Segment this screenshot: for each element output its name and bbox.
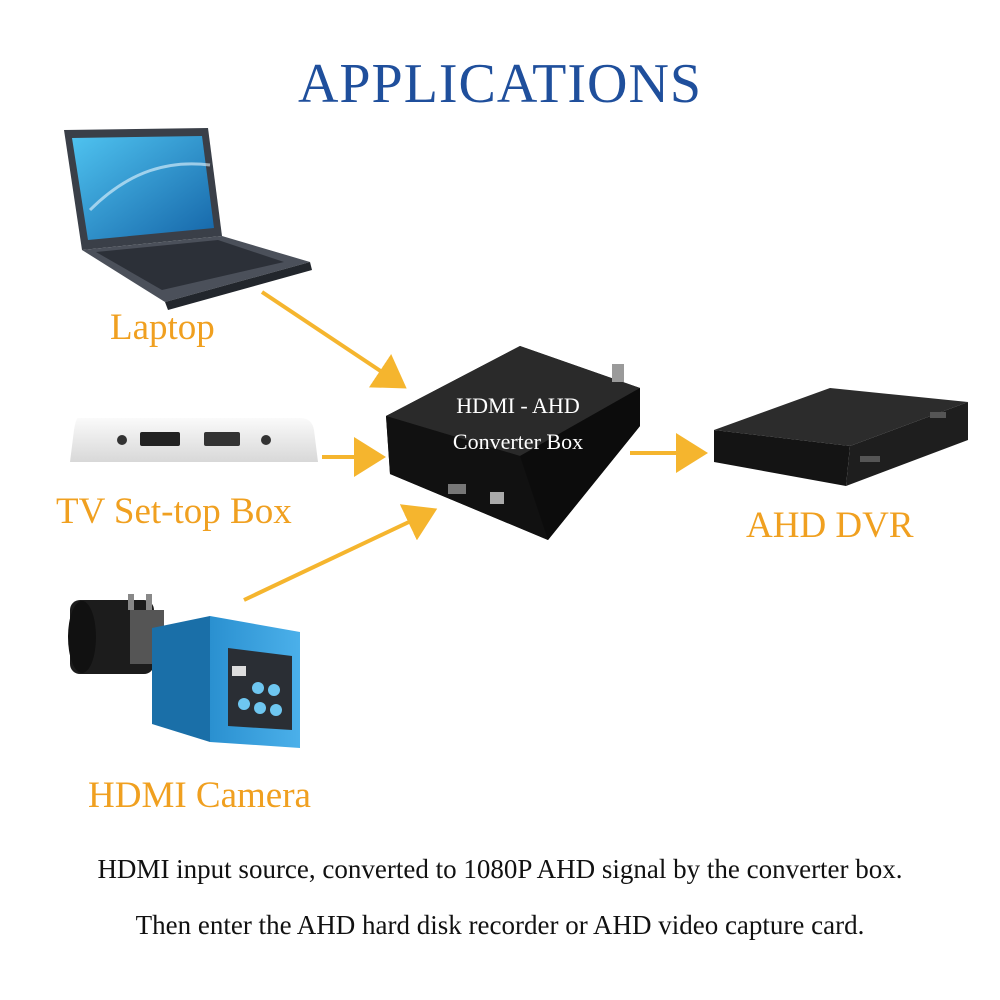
laptop-icon	[64, 128, 312, 310]
label-ahd-dvr: AHD DVR	[746, 505, 914, 546]
converter-box-label: HDMI - AHD Converter Box	[428, 388, 608, 460]
converter-box-label-line2: Converter Box	[452, 429, 584, 454]
ahd-dvr-icon	[714, 388, 968, 486]
label-hdmi-camera: HDMI Camera	[88, 775, 311, 816]
converter-box-label-line1: HDMI - AHD	[456, 393, 580, 418]
page-title: APPLICATIONS	[297, 53, 703, 115]
label-laptop: Laptop	[110, 307, 215, 348]
arrow-camera-to-converter	[243, 504, 438, 602]
hdmi-camera-icon	[68, 594, 300, 748]
caption-line1: HDMI input source, converted to 1080P AH…	[97, 854, 903, 884]
label-tv-set-top-box: TV Set-top Box	[56, 491, 292, 532]
caption-line2: Then enter the AHD hard disk recorder or…	[135, 910, 865, 940]
arrow-laptop-to-converter	[260, 290, 407, 389]
tv-set-top-box-icon	[70, 418, 318, 462]
converter-box-icon	[386, 346, 640, 540]
